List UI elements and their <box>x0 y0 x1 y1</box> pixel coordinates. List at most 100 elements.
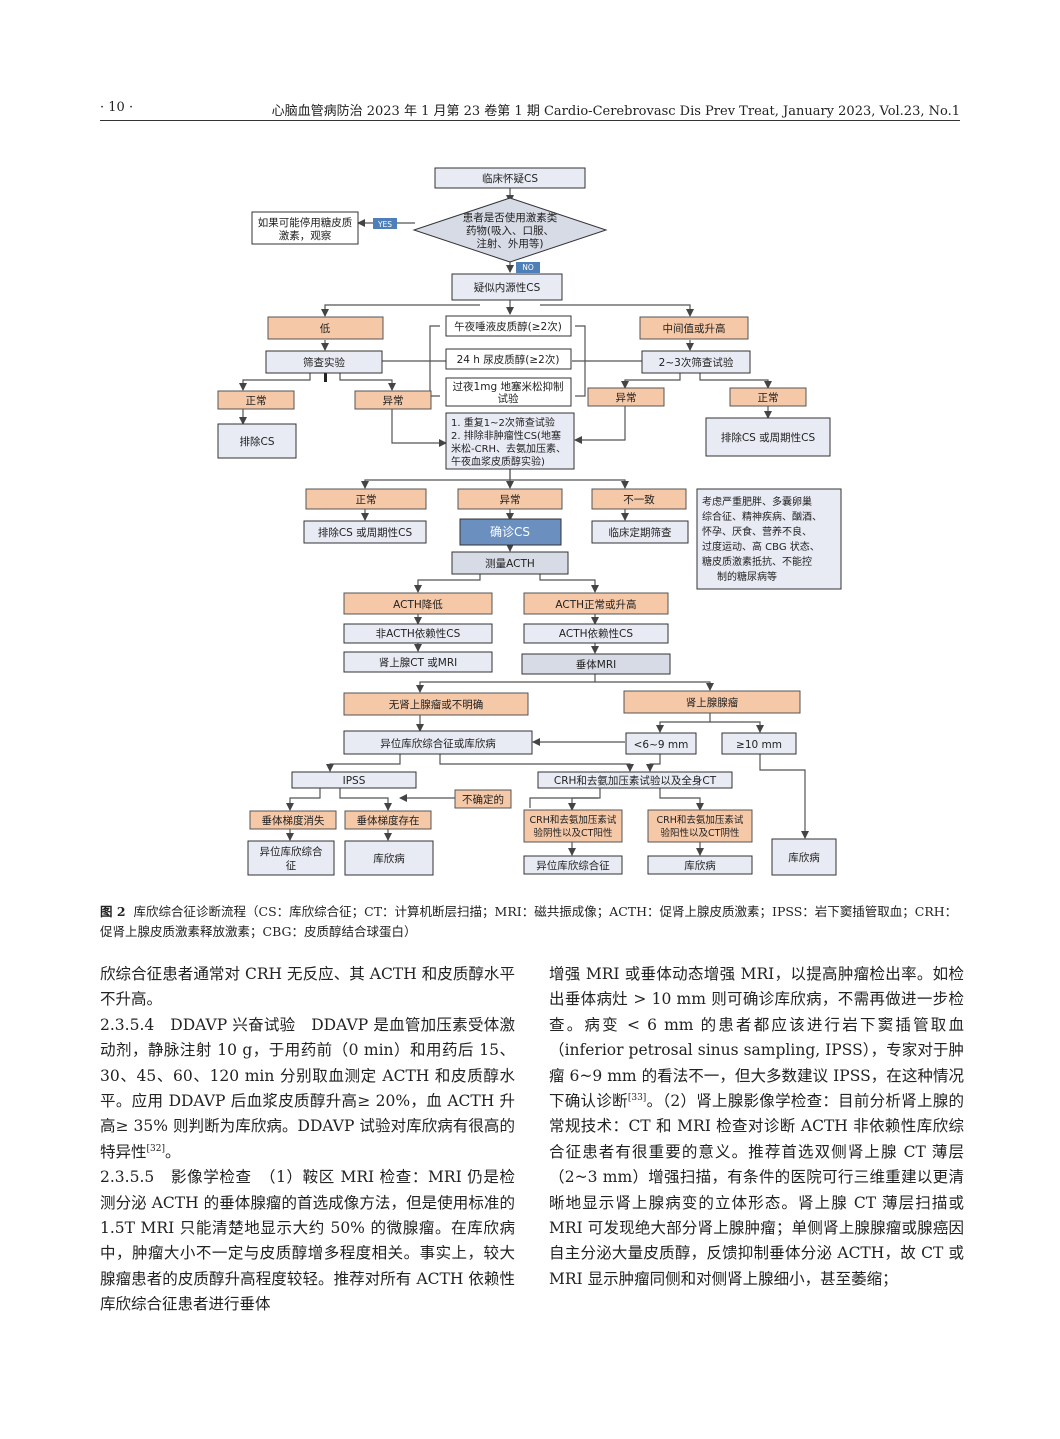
svg-text:测量ACTH: 测量ACTH <box>485 557 535 570</box>
node-pituitary-mri: 垂体MRI <box>521 653 671 675</box>
svg-text:非ACTH依赖性CS: 非ACTH依赖性CS <box>376 627 461 640</box>
svg-text:1. 重复1~2次筛查试验: 1. 重复1~2次筛查试验 <box>451 416 555 429</box>
node-non-acth-dependent: 非ACTH依赖性CS <box>343 623 493 644</box>
node-consider: 考虑严重肥胖、多囊卵巢综合征、精神疾病、酗酒、怀孕、厌食、营养不良、过度运动、高… <box>696 488 842 590</box>
svg-text:异常: 异常 <box>500 493 521 506</box>
journal-citation: 心脑血管病防治 2023 年 1 月第 23 卷第 1 期 Cardio-Cer… <box>271 104 960 119</box>
svg-text:过夜1mg 地塞米松抑制: 过夜1mg 地塞米松抑制 <box>453 380 564 393</box>
svg-text:垂体梯度消失: 垂体梯度消失 <box>262 814 325 827</box>
node-cushing-disease-right: 库欣病 <box>771 838 837 876</box>
svg-text:制的糖尿病等: 制的糖尿病等 <box>717 570 777 583</box>
node-adrenal-tumor: 肾上腺腺瘤 <box>623 690 801 714</box>
svg-text:征: 征 <box>286 860 297 872</box>
svg-text:确诊CS: 确诊CS <box>490 525 530 539</box>
node-ectopic-cs-left: 异位库欣综合征 <box>247 840 335 876</box>
left-paragraph-1: 欣综合征患者通常对 CRH 无反应、其 ACTH 和皮质醇水平不升高。 <box>100 965 515 1009</box>
svg-text:如果可能停用糖皮质: 如果可能停用糖皮质 <box>258 216 353 229</box>
svg-text:CRH和去氨加压素试验以及全身CT: CRH和去氨加压素试验以及全身CT <box>554 774 717 787</box>
node-gradient-present: 垂体梯度存在 <box>344 810 432 830</box>
node-endogenous: 疑似内源性CS <box>451 273 563 301</box>
page-number: · 10 · <box>100 100 134 115</box>
node-ipss: IPSS <box>291 771 417 789</box>
svg-text:异常: 异常 <box>616 391 637 404</box>
node-confirm-cs: 确诊CS <box>459 518 562 546</box>
node-test1: 午夜唾液皮质醇(≥2次) <box>445 315 572 337</box>
svg-text:验阴性以及CT阳性: 验阴性以及CT阳性 <box>534 827 613 839</box>
label-no: NO <box>516 262 540 273</box>
node-exclude-periodic-mid: 排除CS 或周期性CS <box>303 520 427 544</box>
svg-text:糖皮质激素抵抗、不能控: 糖皮质激素抵抗、不能控 <box>702 555 812 568</box>
node-crh-ct: CRH和去氨加压素试验以及全身CT <box>537 771 733 789</box>
svg-text:YES: YES <box>377 220 392 229</box>
svg-text:CRH和去氨加压素试: CRH和去氨加压素试 <box>657 814 744 826</box>
svg-text:验阳性以及CT阴性: 验阳性以及CT阴性 <box>661 827 740 839</box>
node-exclude-cs: 排除CS <box>217 423 297 459</box>
node-measure-acth: 测量ACTH <box>451 551 569 575</box>
node-screen-left: 筛查实验 <box>265 350 383 374</box>
node-acth-dependent: ACTH依赖性CS <box>523 623 669 644</box>
svg-text:肾上腺腺瘤: 肾上腺腺瘤 <box>686 696 739 709</box>
svg-text:排除CS 或周期性CS: 排除CS 或周期性CS <box>318 526 413 539</box>
svg-text:库欣病: 库欣病 <box>373 852 405 865</box>
svg-text:中间值或升高: 中间值或升高 <box>663 322 726 335</box>
node-acth-high: ACTH正常或升高 <box>523 592 669 615</box>
label-yes: YES <box>373 218 397 229</box>
node-exclude-cs-periodic-right: 排除CS 或周期性CS <box>705 417 831 457</box>
figure-caption: 图 2 库欣综合征诊断流程（CS：库欣综合征；CT：计算机断层扫描；MRI：磁共… <box>100 902 965 942</box>
node-abnormal-right: 异常 <box>587 387 665 407</box>
node-acth-low: ACTH降低 <box>343 592 493 615</box>
svg-text:<6~9 mm: <6~9 mm <box>634 739 689 751</box>
svg-text:2~3次筛查试验: 2~3次筛查试验 <box>659 356 734 369</box>
node-cushing-disease-left: 库欣病 <box>344 840 434 876</box>
svg-text:疑似内源性CS: 疑似内源性CS <box>474 281 541 294</box>
node-no-adenoma: 无肾上腺瘤或不明确 <box>343 692 529 716</box>
running-header: · 10 · 心脑血管病防治 2023 年 1 月第 23 卷第 1 期 Car… <box>100 100 960 121</box>
node-uncertain: 不确定的 <box>454 789 512 809</box>
svg-text:临床怀疑CS: 临床怀疑CS <box>482 172 538 185</box>
svg-text:ACTH依赖性CS: ACTH依赖性CS <box>559 627 633 640</box>
svg-text:ACTH降低: ACTH降低 <box>393 598 443 611</box>
svg-text:正常: 正常 <box>246 394 267 407</box>
svg-text:异常: 异常 <box>383 394 404 407</box>
citation-33: [33] <box>627 1092 647 1103</box>
node-low: 低 <box>267 316 384 340</box>
node-gradient-absent: 垂体梯度消失 <box>249 810 337 830</box>
node-ectopic-cs-mid: 异位库欣综合征 <box>523 855 623 875</box>
citation-32: [32] <box>146 1143 165 1154</box>
svg-text:注射、外用等): 注射、外用等) <box>476 237 543 250</box>
svg-text:患者是否使用激素类: 患者是否使用激素类 <box>463 211 558 224</box>
svg-text:药物(吸入、口服、: 药物(吸入、口服、 <box>466 224 554 237</box>
svg-text:≥10 mm: ≥10 mm <box>736 739 782 751</box>
left-paragraph-3: 2.3.5.5 影像学检查 （1）鞍区 MRI 检查：MRI 仍是检测分泌 AC… <box>100 1168 515 1314</box>
node-abnormal-left: 异常 <box>354 390 432 410</box>
svg-text:试验: 试验 <box>498 392 519 405</box>
svg-text:过度运动、高 CBG 状态、: 过度运动、高 CBG 状态、 <box>702 540 820 553</box>
svg-text:24 h 尿皮质醇(≥2次): 24 h 尿皮质醇(≥2次) <box>457 353 560 366</box>
svg-text:肾上腺CT 或MRI: 肾上腺CT 或MRI <box>379 656 458 669</box>
node-normal-mid: 正常 <box>305 488 427 510</box>
node-abnormal-mid: 异常 <box>457 488 563 510</box>
svg-text:垂体MRI: 垂体MRI <box>576 659 616 671</box>
svg-text:正常: 正常 <box>356 493 377 506</box>
svg-text:考虑严重肥胖、多囊卵巢: 考虑严重肥胖、多囊卵巢 <box>702 495 812 508</box>
right-column: 增强 MRI 或垂体动态增强 MRI，以提高肿瘤检出率。如检出垂体病灶 > 10… <box>549 962 964 1292</box>
svg-text:库欣病: 库欣病 <box>684 859 716 872</box>
node-lt-size: <6~9 mm <box>625 732 697 755</box>
svg-text:无肾上腺瘤或不明确: 无肾上腺瘤或不明确 <box>389 698 484 711</box>
svg-text:不确定的: 不确定的 <box>462 793 504 806</box>
node-start: 临床怀疑CS <box>434 167 586 189</box>
svg-text:垂体梯度存在: 垂体梯度存在 <box>357 814 420 827</box>
svg-text:综合征、精神疾病、酗酒、: 综合征、精神疾病、酗酒、 <box>702 510 822 523</box>
node-ectopic-or-cd: 异位库欣综合征或库欣病 <box>343 730 533 755</box>
svg-text:筛查实验: 筛查实验 <box>303 356 345 369</box>
node-adrenal-ct: 肾上腺CT 或MRI <box>343 651 493 673</box>
node-inconsistent: 不一致 <box>591 488 687 510</box>
svg-text:激素，观察: 激素，观察 <box>279 229 332 242</box>
